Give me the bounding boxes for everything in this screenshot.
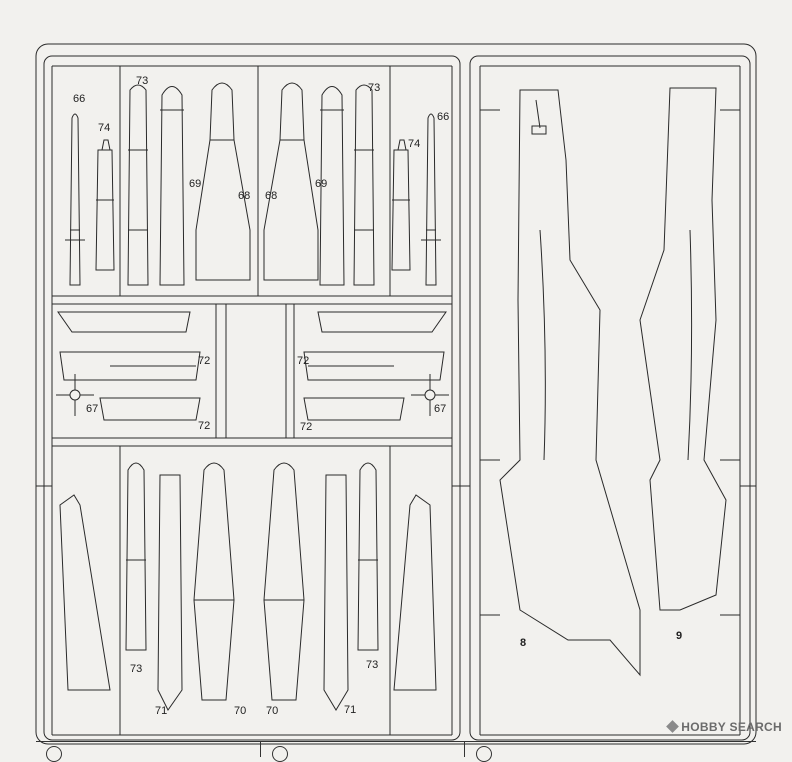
sprue-outer-frame	[35, 43, 757, 745]
legend-circle-2	[272, 746, 288, 762]
part-72-bottom-right	[303, 397, 405, 421]
label-68-left: 68	[238, 190, 250, 202]
label-71-right: 71	[344, 704, 356, 716]
part-71-left	[157, 474, 183, 711]
part-69-left	[159, 86, 185, 286]
label-72-b: 72	[198, 420, 210, 432]
watermark-text: HOBBY SEARCH	[681, 720, 782, 734]
part-68-left	[195, 82, 251, 281]
sprue-left-frame	[43, 55, 461, 741]
label-68-right: 68	[265, 190, 277, 202]
part-72-mid-right	[303, 351, 445, 381]
label-74-right: 74	[408, 138, 420, 150]
label-73-bottom-right: 73	[366, 659, 378, 671]
part-67-right-fins	[411, 374, 449, 416]
part-71-right	[323, 474, 349, 711]
legend-strip	[36, 741, 756, 762]
watermark-cube-icon	[666, 720, 680, 733]
part-73-top-right	[353, 84, 375, 286]
part-72-top-right	[317, 311, 447, 333]
part-73-bottom-right	[357, 462, 379, 651]
label-67-right: 67	[434, 403, 446, 415]
part-73-bottom-right-pylon	[393, 494, 437, 691]
part-72-mid-left	[59, 351, 201, 381]
part-68-right	[263, 82, 319, 281]
label-71-left: 71	[155, 705, 167, 717]
label-72-c: 72	[297, 355, 309, 367]
part-70-right	[263, 462, 305, 701]
label-69-right: 69	[315, 178, 327, 190]
label-70-left: 70	[234, 705, 246, 717]
left-sprue-runners	[36, 65, 470, 736]
label-72-d: 72	[300, 421, 312, 433]
label-72-a: 72	[198, 355, 210, 367]
part-9-fuselage-half	[639, 87, 727, 611]
part-66-left	[65, 113, 85, 286]
part-74-left	[95, 139, 115, 271]
part-73-top-left	[127, 84, 149, 286]
legend-divider-2	[464, 742, 465, 757]
label-66-right: 66	[437, 111, 449, 123]
part-number-labels: 66 74 73 69 68 68 69 73 74 66 72 72 72 7…	[73, 75, 682, 717]
part-72-top-left	[57, 311, 191, 333]
label-73-bottom-left: 73	[130, 663, 142, 675]
legend-circle-1	[46, 746, 62, 762]
part-8-fuselage-half	[499, 89, 641, 677]
part-72-bottom-left	[99, 397, 201, 421]
label-66-left: 66	[73, 93, 85, 105]
label-73-top-left: 73	[136, 75, 148, 87]
right-sprue-runners	[479, 65, 756, 736]
part-73-bottom-left-pylon	[59, 494, 111, 691]
label-8: 8	[520, 637, 526, 649]
part-67-left-fins	[56, 374, 94, 416]
part-69-right	[319, 86, 345, 286]
sprue-right-frame	[469, 55, 751, 741]
part-66-right	[421, 113, 441, 286]
label-9: 9	[676, 630, 682, 642]
legend-divider-1	[260, 742, 261, 757]
legend-circle-3	[476, 746, 492, 762]
label-70-right: 70	[266, 705, 278, 717]
part-74-right	[391, 139, 411, 271]
watermark: HOBBY SEARCH	[666, 720, 782, 734]
label-73-top-right: 73	[368, 82, 380, 94]
label-74-left: 74	[98, 122, 110, 134]
part-70-left	[193, 462, 235, 701]
label-69-left: 69	[189, 178, 201, 190]
part-73-bottom-left	[125, 462, 147, 651]
label-67-left: 67	[86, 403, 98, 415]
